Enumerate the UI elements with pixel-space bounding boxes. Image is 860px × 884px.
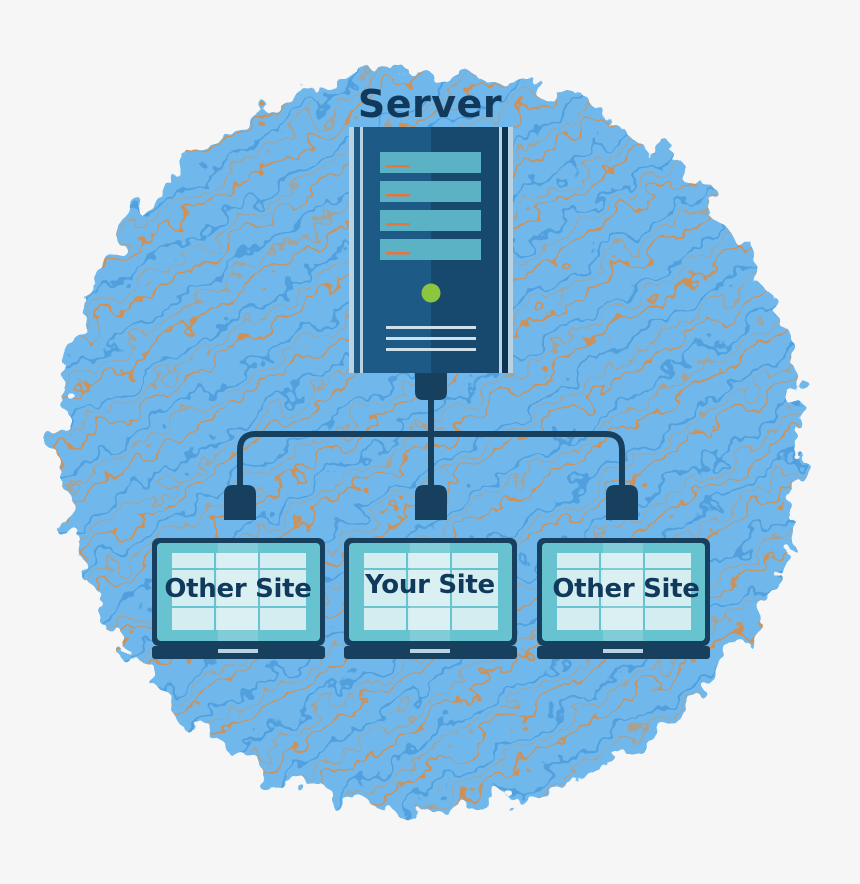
laptop-other-site-1-icon xyxy=(152,538,325,659)
power-led-icon xyxy=(421,283,441,303)
site-label-your-site: Your Site xyxy=(365,570,495,600)
network-cables xyxy=(237,398,625,492)
connector-plug-icons xyxy=(224,485,638,520)
drive-slots xyxy=(380,152,481,260)
site-label-other-2: Other Site xyxy=(552,574,700,604)
server-plug-icon xyxy=(415,373,447,400)
laptop-your-site-icon xyxy=(344,538,517,659)
vent-lines xyxy=(386,326,476,351)
laptop-other-site-2-icon xyxy=(537,538,710,659)
server-tower-icon xyxy=(349,127,513,373)
server-label: Server xyxy=(357,82,503,126)
site-label-other-1: Other Site xyxy=(164,574,312,604)
